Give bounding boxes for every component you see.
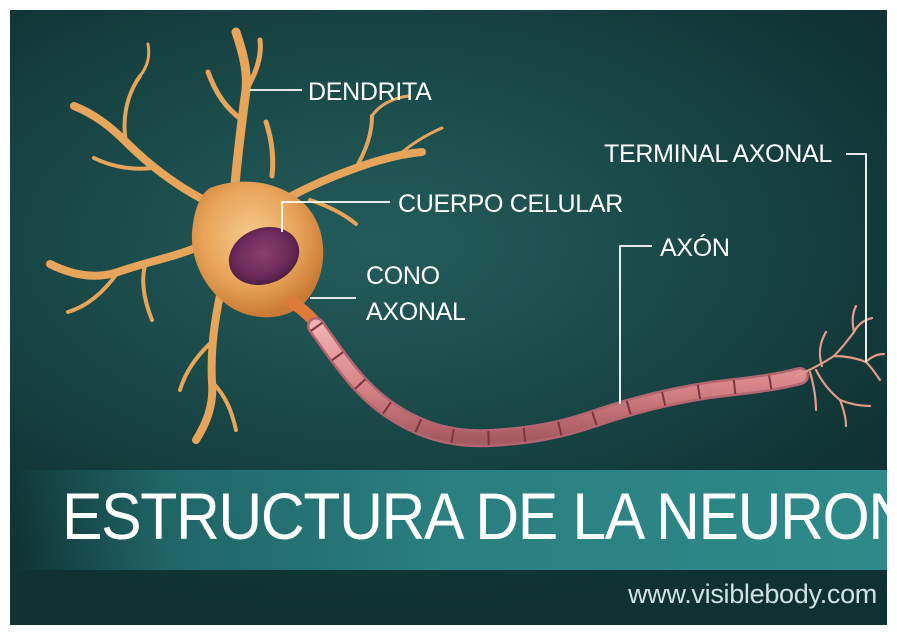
label-axon-terminal: TERMINAL AXONAL — [604, 140, 832, 168]
axon — [316, 326, 800, 438]
axon-terminal — [796, 306, 884, 426]
label-cell-body: CUERPO CELULAR — [398, 190, 623, 218]
label-axon-hillock-line2: AXONAL — [366, 298, 466, 326]
website-url: www.visiblebody.com — [628, 579, 877, 610]
label-dendrite: DENDRITA — [308, 78, 432, 106]
label-axon: AXÓN — [660, 233, 730, 262]
label-axon-hillock-line1: CONO — [366, 262, 440, 290]
leader-axon — [620, 246, 652, 404]
diagram-frame: DENDRITA CUERPO CELULAR CONO AXONAL AXÓN… — [10, 10, 887, 625]
page-title: ESTRUCTURA DE LA NEURONA — [62, 478, 887, 554]
leader-axon-terminal — [846, 154, 866, 362]
